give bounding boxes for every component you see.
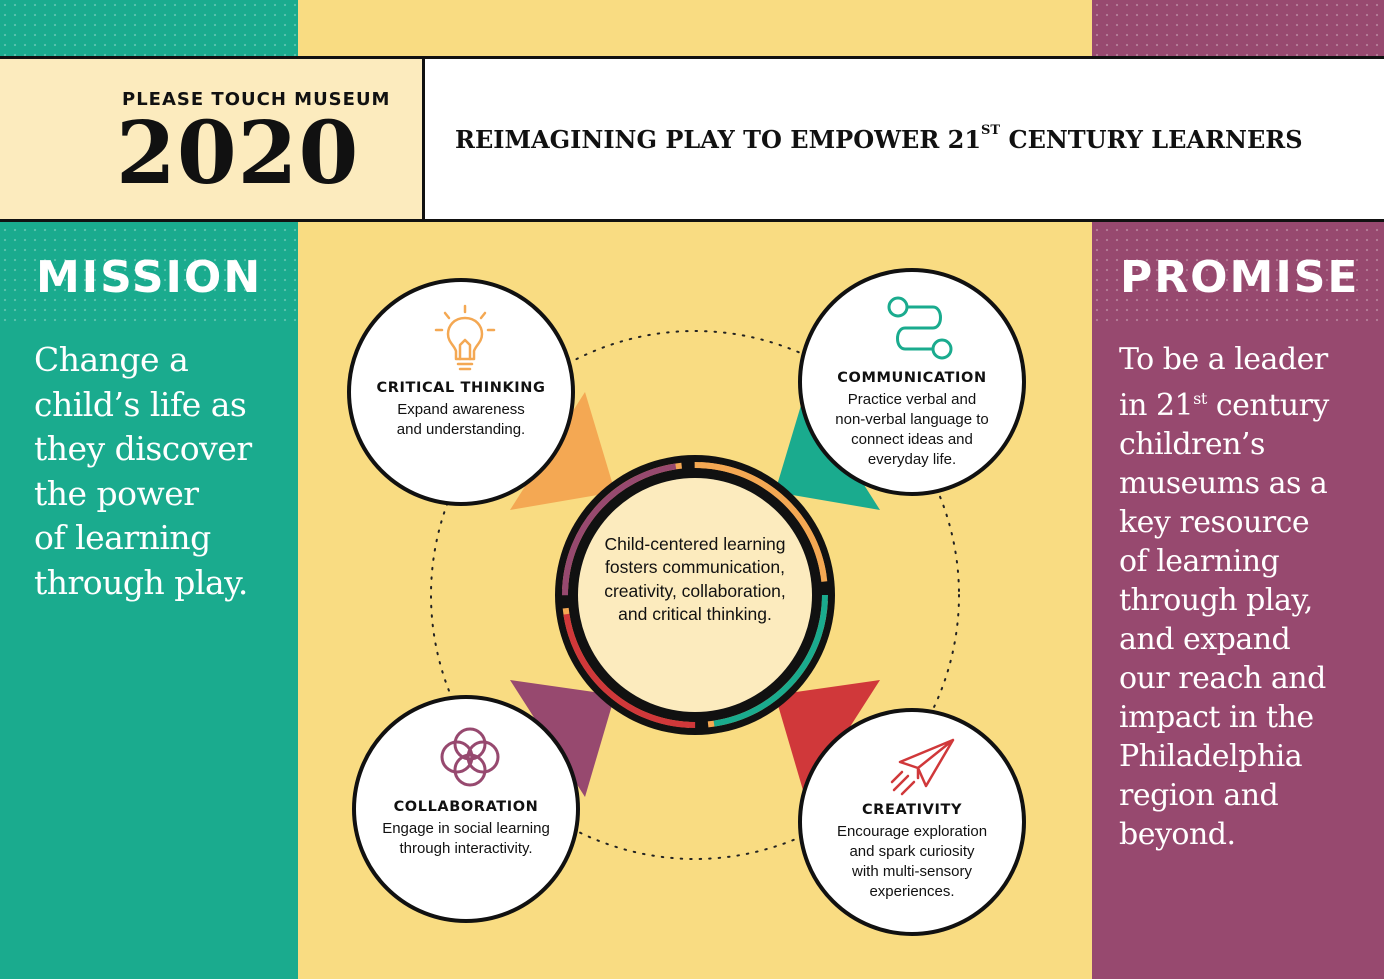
tagline-pre: REIMAGINING PLAY TO EMPOWER 21 — [455, 125, 982, 154]
connection-path-icon — [887, 296, 953, 360]
center-ring-segment-orange — [562, 462, 828, 728]
center-text: Child-centered learning fosters communic… — [604, 534, 786, 625]
desc-line: and spark curiosity — [849, 843, 975, 860]
creativity-title: CREATIVITY — [861, 802, 963, 818]
collaboration-circle: COLLABORATION Engage in social learning … — [352, 695, 580, 923]
lightbulb-icon — [434, 304, 496, 371]
communication-title: COMMUNICATION — [837, 370, 987, 386]
center-disc — [578, 478, 812, 712]
desc-line: experiences. — [869, 883, 955, 900]
mission-line: of learning — [34, 518, 211, 557]
mission-line: through play. — [34, 562, 248, 602]
promise-title: PROMISE — [1120, 252, 1360, 303]
promise-line: region and — [1119, 778, 1279, 813]
promise-line: our reach and — [1119, 661, 1326, 696]
communication-circle: COMMUNICATION Practice verbal and non-ve… — [798, 268, 1026, 496]
mission-text: Change a child’s life as they discover t… — [34, 338, 252, 605]
mission-title: MISSION — [36, 252, 263, 303]
critical-thinking-circle: CRITICAL THINKING Expand awareness and u… — [347, 278, 575, 506]
tagline-post: CENTURY LEARNERS — [1000, 125, 1303, 154]
promise-line: of learning — [1119, 544, 1280, 579]
desc-line: and understanding. — [396, 421, 526, 438]
critical-thinking-title: CRITICAL THINKING — [376, 380, 546, 396]
promise-text: To be a leader in 21st century children’… — [1119, 340, 1329, 854]
center-ring-segment-red — [562, 462, 828, 728]
promise-line: museums as a — [1119, 466, 1328, 501]
promise-superscript: st — [1193, 389, 1207, 408]
desc-line: through interactivity. — [399, 840, 533, 857]
collaboration-desc: Engage in social learning through intera… — [356, 819, 576, 859]
mission-line: child’s life as — [34, 384, 247, 424]
museum-name: PLEASE TOUCH MUSEUM — [122, 89, 391, 110]
promise-line: in 21st century — [1119, 379, 1329, 425]
promise-line: and expand — [1119, 622, 1291, 657]
tagline-superscript: ST — [981, 123, 1001, 138]
collaboration-connector — [510, 680, 615, 797]
mission-line: the power — [34, 473, 199, 513]
collaboration-title: COLLABORATION — [393, 799, 539, 815]
desc-line: connect ideas and — [851, 431, 973, 448]
creativity-connector — [775, 680, 880, 797]
promise-line: beyond. — [1119, 817, 1236, 852]
center-ring-segment-teal — [562, 462, 828, 728]
desc-line: Encourage exploration — [836, 823, 988, 840]
promise-line: impact in the — [1119, 700, 1314, 735]
logo-box: PLEASE TOUCH MUSEUM 2020 — [0, 59, 425, 219]
interlocking-circles-icon — [440, 727, 500, 787]
header-band: PLEASE TOUCH MUSEUM 2020 REIMAGINING PLA… — [0, 56, 1384, 222]
promise-line: through play, — [1119, 583, 1313, 618]
desc-line: everyday life. — [867, 451, 957, 468]
promise-line: children’s — [1119, 427, 1265, 462]
creativity-desc: Encourage exploration and spark curiosit… — [802, 822, 1022, 902]
mission-line: Change a — [34, 340, 189, 379]
critical-thinking-desc: Expand awareness and understanding. — [351, 400, 571, 440]
critical-thinking-connector — [510, 392, 615, 510]
desc-line: Practice verbal and — [847, 391, 977, 408]
paper-plane-icon — [890, 738, 955, 796]
creativity-circle: CREATIVITY Encourage exploration and spa… — [798, 708, 1026, 936]
promise-line: To be a leader — [1119, 342, 1328, 377]
desc-line: Engage in social learning — [382, 820, 550, 837]
year-title: 2020 — [116, 103, 360, 204]
communication-desc: Practice verbal and non-verbal language … — [802, 390, 1022, 470]
promise-line: Philadelphia — [1119, 739, 1303, 774]
promise-line-post: century — [1206, 388, 1330, 423]
mission-line: they discover — [34, 429, 252, 468]
tagline: REIMAGINING PLAY TO EMPOWER 21ST CENTURY… — [455, 123, 1303, 154]
promise-line-pre: in 21 — [1119, 388, 1194, 423]
desc-line: Expand awareness — [397, 401, 525, 418]
dotted-orbit — [430, 330, 960, 860]
desc-line: with multi-sensory — [851, 863, 973, 880]
desc-line: non-verbal language to — [835, 411, 989, 428]
center-ring-segment-plum — [562, 462, 828, 728]
promise-line: key resource — [1119, 505, 1310, 540]
